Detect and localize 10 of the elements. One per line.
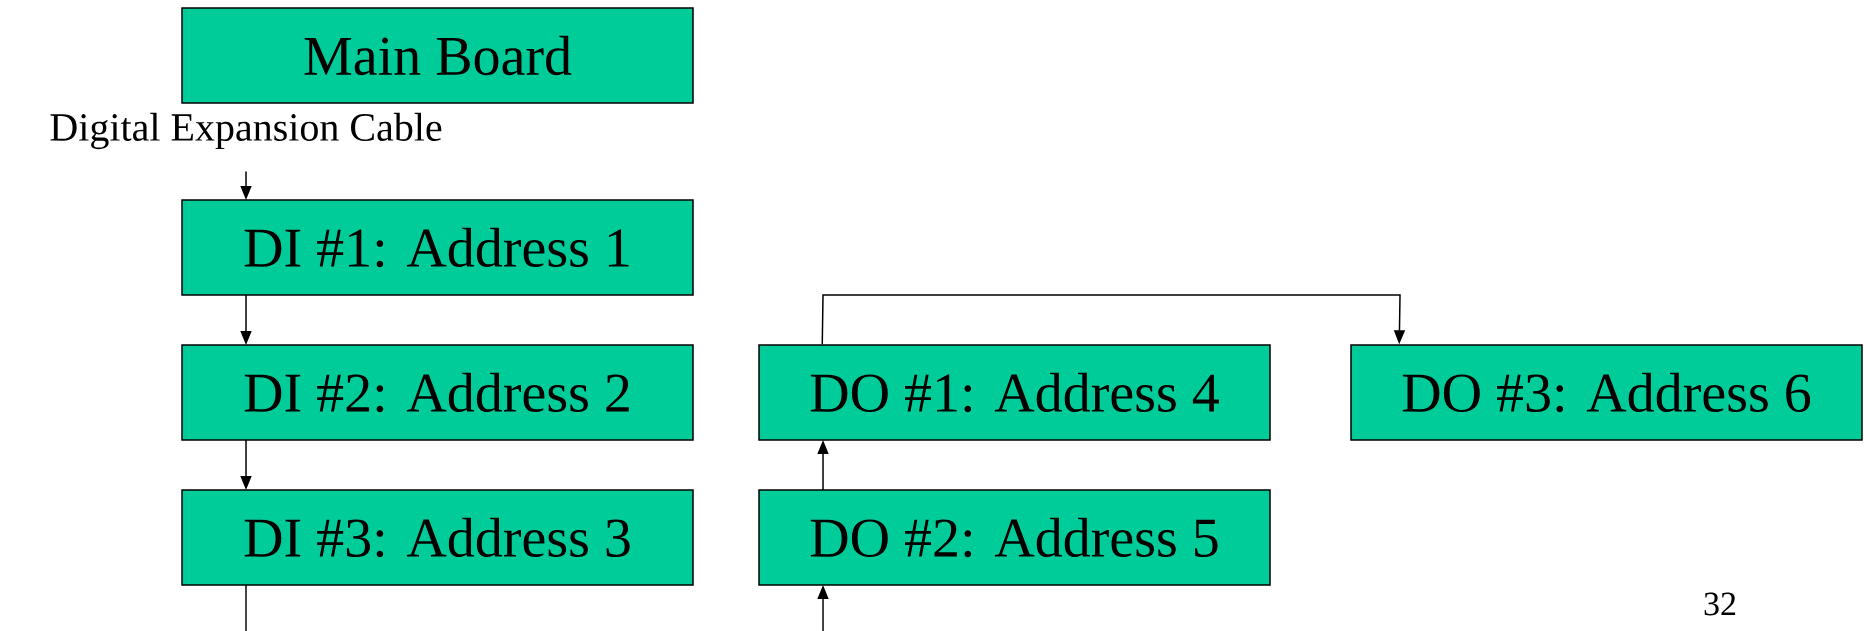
module-box: DI #3: Address 3 xyxy=(181,489,694,586)
module-box: DO #2: Address 5 xyxy=(758,489,1271,586)
module-box: DI #1: Address 1 xyxy=(181,199,694,296)
cable-label: Digital Expansion Cable xyxy=(50,112,442,150)
page-number: 32 xyxy=(1704,592,1736,616)
module-box: Main Board xyxy=(181,7,694,104)
arrow xyxy=(821,294,1406,345)
module-box: DO #1: Address 4 xyxy=(758,344,1271,441)
module-box: DI #2: Address 2 xyxy=(181,344,694,441)
module-box: DO #3: Address 6 xyxy=(1350,344,1863,441)
